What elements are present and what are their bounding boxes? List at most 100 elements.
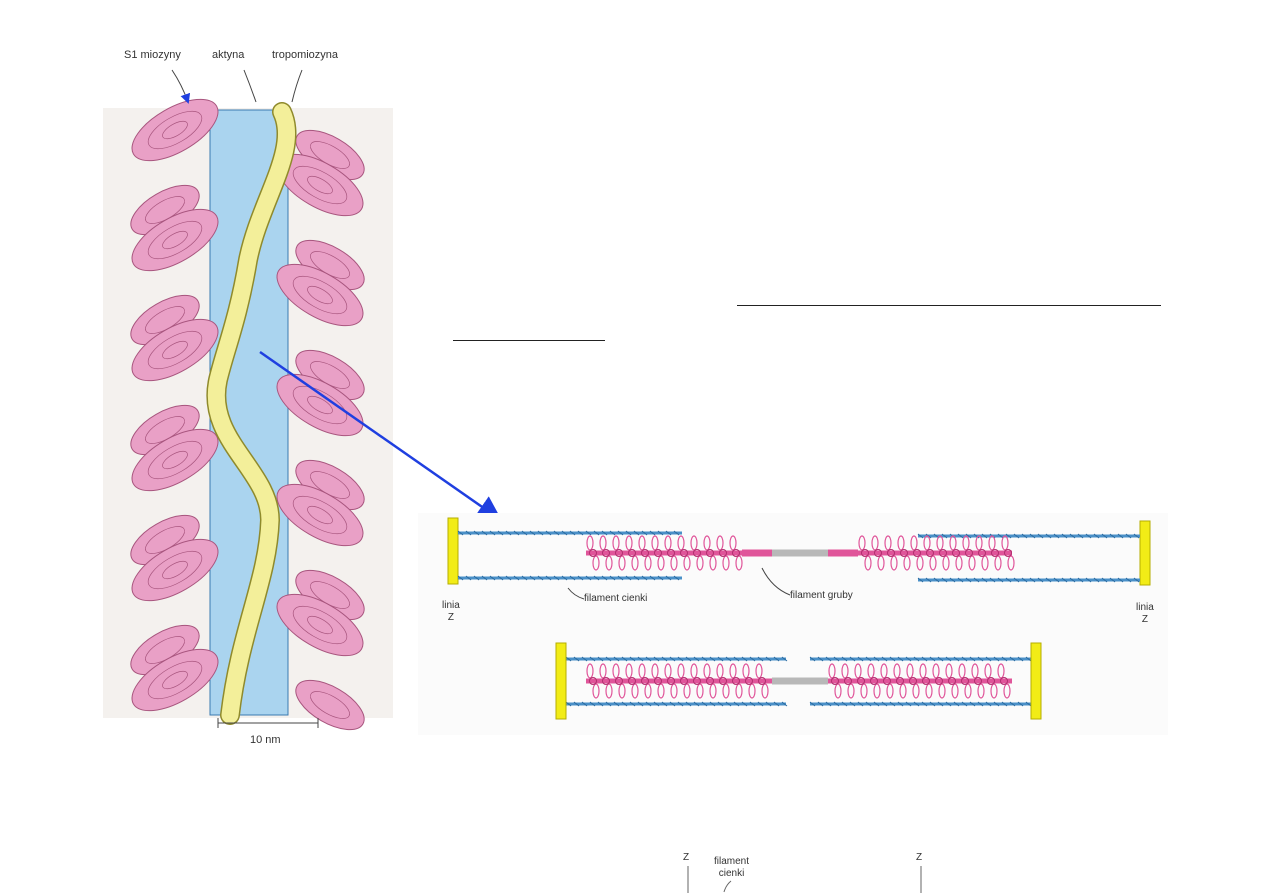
cross-bridge <box>873 683 881 699</box>
cross-bridge <box>690 535 698 551</box>
cross-bridge <box>670 555 678 571</box>
cross-bridge <box>847 683 855 699</box>
z-line-right-contracted <box>1030 642 1042 720</box>
cross-bridge <box>592 683 600 699</box>
cross-bridge <box>709 555 717 571</box>
cross-bridge <box>916 555 924 571</box>
cross-bridge <box>828 663 836 679</box>
cross-bridge <box>1007 555 1015 571</box>
cross-bridge <box>735 683 743 699</box>
cross-bridge <box>644 683 652 699</box>
cross-bridge <box>936 535 944 551</box>
cross-bridge <box>990 683 998 699</box>
cross-bridge <box>951 683 959 699</box>
myosin-head <box>276 153 364 217</box>
scale-bar-label: 10 nm <box>250 734 281 746</box>
myosin-head <box>276 483 364 547</box>
z-line-left-label: linia Z <box>442 600 460 623</box>
cross-bridge <box>618 555 626 571</box>
myosin-head <box>276 593 364 657</box>
bottom-partial-figure <box>687 866 922 893</box>
cross-bridge <box>729 535 737 551</box>
cross-bridge <box>664 663 672 679</box>
cross-bridge <box>945 663 953 679</box>
cross-bridge <box>586 535 594 551</box>
cross-bridge <box>977 683 985 699</box>
bottom-z-right-label: Z <box>916 852 923 863</box>
thick-filament-pointer <box>761 567 791 596</box>
cross-bridge <box>890 555 898 571</box>
cross-bridge <box>929 555 937 571</box>
cross-bridge <box>599 663 607 679</box>
cross-bridge <box>612 663 620 679</box>
cross-bridge <box>912 683 920 699</box>
s1-myosin-pointer <box>171 69 191 104</box>
cross-bridge <box>997 663 1005 679</box>
cross-bridge <box>910 535 918 551</box>
myosin-head <box>276 263 364 327</box>
cross-bridge <box>994 555 1002 571</box>
cross-bridge <box>964 683 972 699</box>
myosin-s1-heads <box>130 98 365 731</box>
myosin-head <box>276 373 364 437</box>
cross-bridge <box>761 683 769 699</box>
thick-filament-label: filament gruby <box>790 590 853 601</box>
thin-filament <box>457 530 1140 707</box>
cross-bridge <box>644 555 652 571</box>
cross-bridge <box>716 663 724 679</box>
cross-bridge <box>631 555 639 571</box>
tropomyosin-pointer <box>291 69 303 103</box>
cross-bridge <box>864 555 872 571</box>
actomyosin-helix-illustration <box>103 69 393 731</box>
cross-bridge <box>703 663 711 679</box>
myosin-head <box>131 208 219 272</box>
label-tropomyosin: tropomiozyna <box>272 49 339 61</box>
blank-line-1 <box>737 305 1161 306</box>
cross-bridge <box>871 535 879 551</box>
cross-bridge <box>867 663 875 679</box>
myosin-head <box>130 624 200 676</box>
cross-bridge <box>696 555 704 571</box>
thin-filament-label: filament cienki <box>584 593 648 604</box>
zoom-arrow <box>259 350 503 521</box>
cross-bridge <box>716 535 724 551</box>
cross-bridge <box>683 683 691 699</box>
cross-bridge <box>1001 535 1009 551</box>
cross-bridge <box>657 555 665 571</box>
cross-bridge <box>722 555 730 571</box>
actin-pointer <box>243 69 257 103</box>
thick-filament <box>586 535 1015 571</box>
cross-bridge <box>893 663 901 679</box>
cross-bridge <box>968 555 976 571</box>
myosin-head <box>131 428 219 492</box>
z-line-right <box>1139 520 1151 586</box>
thin-filament-pointer <box>567 587 585 600</box>
cross-bridge <box>988 535 996 551</box>
cross-bridge <box>592 555 600 571</box>
cross-bridge <box>625 663 633 679</box>
cross-bridge <box>899 683 907 699</box>
cross-bridge <box>677 663 685 679</box>
myosin-head <box>295 679 365 731</box>
cross-bridge <box>631 683 639 699</box>
cross-bridge <box>605 683 613 699</box>
blank-line-2 <box>453 340 605 341</box>
cross-bridge <box>858 535 866 551</box>
cross-bridge <box>703 535 711 551</box>
myosin-head <box>131 98 219 162</box>
cross-bridge <box>981 555 989 571</box>
myosin-head <box>131 318 219 382</box>
cross-bridge <box>657 683 665 699</box>
cross-bridge <box>742 663 750 679</box>
z-line-left-contracted <box>555 642 567 720</box>
label-s1-myosin: S1 miozyny <box>124 49 181 61</box>
cross-bridge <box>651 535 659 551</box>
bottom-thin-filament-label: filament cienki <box>714 856 750 879</box>
sarcomere-diagrams <box>418 513 1168 735</box>
cross-bridge <box>884 535 892 551</box>
cross-bridge <box>735 555 743 571</box>
cross-bridge <box>949 535 957 551</box>
thick-filament-contracted <box>586 663 1012 699</box>
cross-bridge <box>932 663 940 679</box>
